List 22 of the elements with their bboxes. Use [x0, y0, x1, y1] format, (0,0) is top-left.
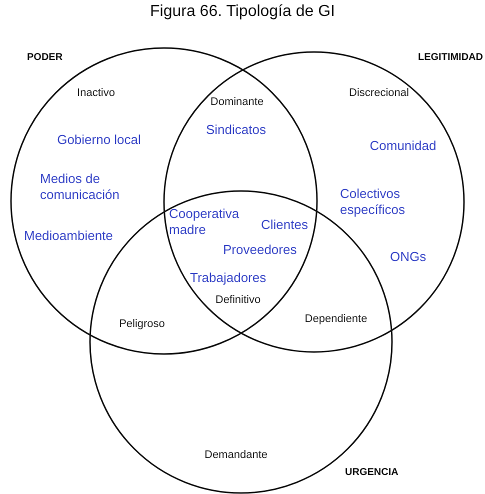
- category-label: Definitivo: [214, 294, 262, 308]
- category-label: Dependiente: [304, 313, 368, 326]
- stakeholder-label: ONGs: [390, 249, 428, 265]
- stakeholder-label: Trabajadores: [190, 270, 268, 286]
- stakeholder-label: Clientes: [261, 217, 309, 233]
- category-label: Peligroso: [118, 318, 166, 332]
- stakeholder-label: Comunidad: [368, 138, 438, 154]
- stakeholder-label: Sindicatos: [205, 122, 267, 138]
- category-label: Inactivo: [76, 87, 116, 100]
- category-label: Dominante: [209, 96, 265, 110]
- stakeholder-label: Medioambiente: [24, 228, 114, 244]
- stakeholder-label: Gobierno local: [56, 132, 142, 148]
- set-heading: LEGITIMIDAD: [418, 52, 483, 63]
- set-heading: URGENCIA: [345, 467, 398, 478]
- stakeholder-label: Colectivos específicos: [340, 186, 406, 218]
- category-label: Discrecional: [348, 87, 410, 100]
- stakeholder-label: Proveedores: [223, 242, 298, 258]
- category-label: Demandante: [204, 449, 268, 462]
- stakeholder-label: Medios de comunicación: [40, 171, 120, 202]
- figure-title: Figura 66. Tipología de GI: [149, 3, 336, 21]
- set-heading: PODER: [27, 52, 63, 63]
- stakeholder-label: Cooperativa madre: [169, 206, 240, 238]
